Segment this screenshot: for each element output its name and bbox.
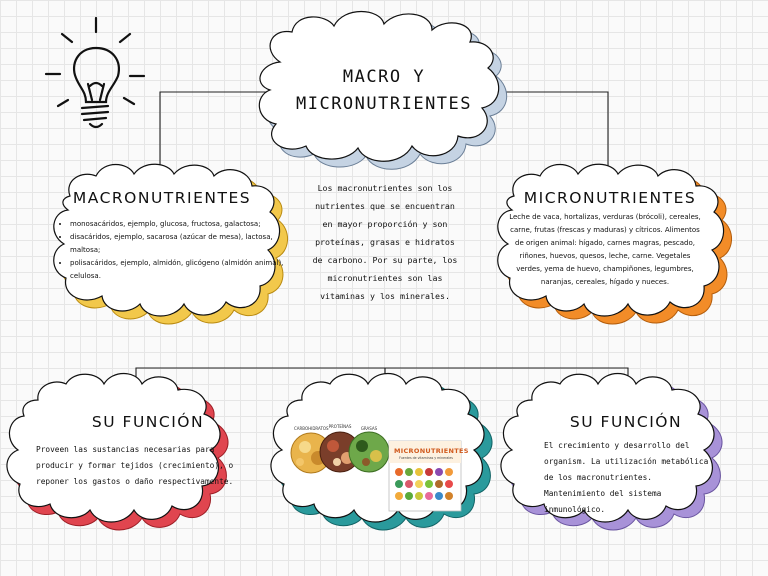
macronutrientes-heading: MACRONUTRIENTES [72, 189, 252, 207]
plate-label: PROTEÍNAS [328, 424, 352, 429]
plate-label: CARBOHIDRATOS [294, 426, 329, 431]
list-item: polisacáridos, ejemplo, almidón, glicóge… [70, 257, 284, 283]
page-title: MACRO Y MICRONUTRIENTES [268, 64, 500, 118]
list-item: disacáridos, ejemplo, sacarosa (azúcar d… [70, 231, 284, 257]
function-right-text: El crecimiento y desarrollo del organism… [544, 441, 709, 514]
macronutrient-plates-image [290, 431, 390, 474]
function-left-heading: SU FUNCIÓN [91, 413, 205, 431]
title-line-1: MACRO Y [342, 67, 426, 87]
poster-subtitle: Fuentes de vitaminas y minerales [399, 456, 453, 460]
micronutrients-poster-image [388, 440, 462, 512]
function-right-heading: SU FUNCIÓN [569, 413, 683, 431]
function-left-text: Proveen las sustancias necesarias para p… [36, 445, 234, 486]
macronutrientes-list: monosacáridos, ejemplo, glucosa, fructos… [54, 218, 284, 283]
poster-title: MICRONUTRIENTES [394, 447, 469, 455]
list-item: monosacáridos, ejemplo, glucosa, fructos… [70, 218, 284, 231]
micronutrientes-text: Leche de vaca, hortalizas, verduras (bró… [509, 213, 701, 286]
micronutrientes-heading: MICRONUTRIENTES [523, 189, 697, 207]
lightbulb-icon [44, 16, 146, 129]
title-line-2: MICRONUTRIENTES [295, 94, 473, 114]
plate-label: GRASAS [360, 426, 378, 431]
definition-text: Los macronutrientes son los nutrientes q… [312, 183, 458, 301]
